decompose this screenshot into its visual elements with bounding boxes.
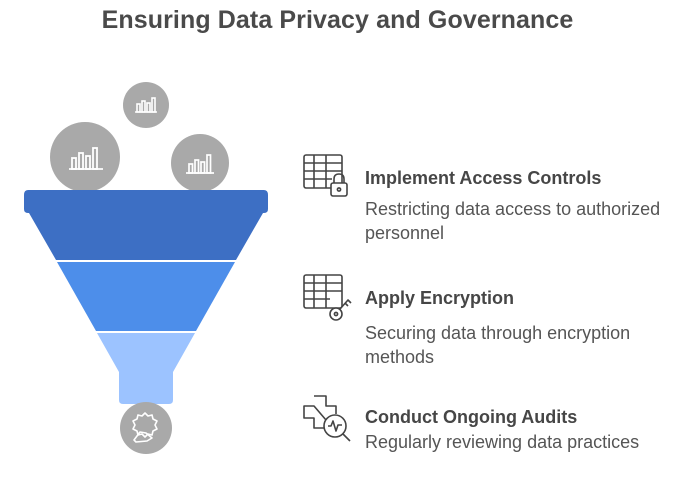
funnel-middle-segment: [57, 262, 235, 331]
item-description-access-controls: Restricting data access to authorized pe…: [365, 199, 661, 243]
input-bubble-right: [171, 134, 229, 192]
medical-search-icon: [303, 395, 351, 442]
table-key-icon: [303, 274, 352, 321]
item-description-audits: Regularly reviewing data practices: [365, 432, 640, 452]
page-title: Ensuring Data Privacy and Governance: [101, 6, 574, 34]
output-bubble: [120, 402, 172, 454]
item-title-audits: Conduct Ongoing Audits: [365, 407, 578, 427]
input-bubble-top: [123, 82, 169, 128]
bar-chart-icon: [69, 147, 103, 170]
input-bubble-left: [50, 122, 120, 192]
item-description-encryption: Securing data through encryption methods: [365, 323, 631, 367]
funnel-bottom-segment: [97, 333, 195, 404]
item-title-encryption: Apply Encryption: [365, 288, 515, 308]
table-lock-icon: [303, 154, 348, 197]
gear-hand-icon: [132, 412, 158, 443]
funnel-diagram: [24, 82, 268, 454]
funnel-top-segment: [24, 190, 268, 260]
bar-chart-icon: [135, 97, 157, 113]
bar-chart-icon: [186, 154, 214, 174]
item-title-access-controls: Implement Access Controls: [365, 168, 602, 188]
